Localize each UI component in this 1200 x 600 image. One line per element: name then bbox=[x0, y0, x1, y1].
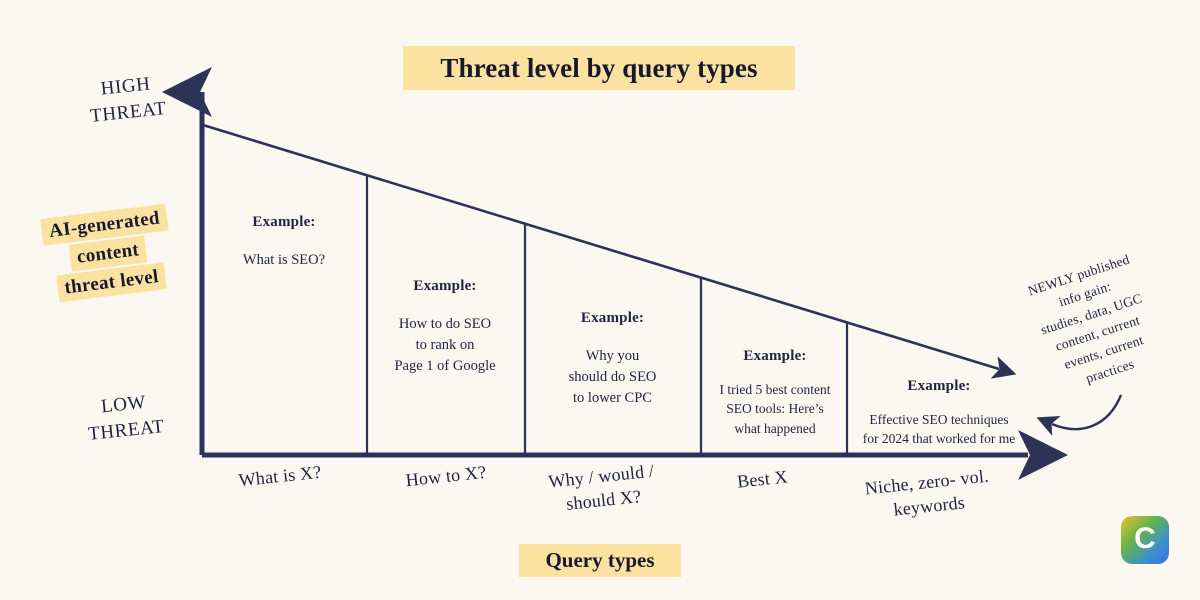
example-text: I tried 5 best content SEO tools: Here’s… bbox=[719, 381, 831, 436]
example-heading: Example: bbox=[907, 378, 971, 394]
example-text: Why you should do SEO to lower CPC bbox=[568, 347, 657, 406]
threat-trend-line bbox=[202, 123, 1017, 379]
example-heading: Example: bbox=[252, 214, 316, 230]
column-example-niche-keywords: Example: Effective SEO techniques for 20… bbox=[853, 376, 1025, 449]
brand-logo-icon: C bbox=[1121, 516, 1169, 564]
example-heading: Example: bbox=[413, 278, 477, 294]
example-text: Effective SEO techniques for 2024 that w… bbox=[862, 411, 1016, 447]
example-text: What is SEO? bbox=[242, 251, 326, 268]
example-heading: Example: bbox=[743, 348, 807, 364]
example-heading: Example: bbox=[580, 310, 645, 326]
column-example-what-is-x: Example: What is SEO? bbox=[209, 212, 359, 271]
column-example-why-would-should-x: Example: Why you should do SEO to lower … bbox=[530, 308, 695, 409]
example-text: How to do SEO to rank on Page 1 of Googl… bbox=[394, 315, 496, 374]
x-axis-caption-text: Query types bbox=[545, 548, 655, 572]
column-example-best-x: Example: I tried 5 best content SEO tool… bbox=[700, 346, 850, 438]
x-axis-caption: Query types bbox=[519, 544, 681, 577]
column-example-how-to-x: Example: How to do SEO to rank on Page 1… bbox=[370, 276, 520, 377]
annotation-curved-arrow bbox=[1036, 394, 1123, 436]
logo-letter: C bbox=[1134, 522, 1156, 555]
page-title: Threat level by query types bbox=[440, 52, 758, 83]
chart-title-banner: Threat level by query types bbox=[403, 46, 795, 90]
